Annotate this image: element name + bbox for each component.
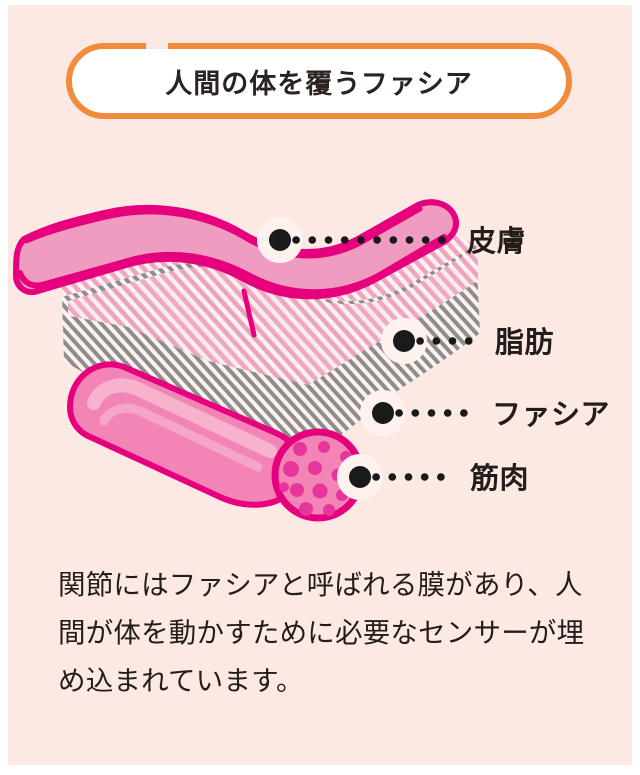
callout-fat[interactable] [381,318,486,364]
callout-fascia[interactable] [360,390,482,436]
callout-label-skin: 皮膚 [467,224,527,258]
body-paragraph: 関節にはファシアと呼ばれる膜があり、人間が体を動かすために必要なセンサーが埋め込… [58,569,585,697]
callout-label-fat: 脂肪 [495,325,555,359]
fascia-cross-section-illustration [8,175,632,535]
fat-fascia-boundary [68,247,478,385]
callout-label-muscle: 筋肉 [470,461,530,495]
page-title: 人間の体を覆うファシア [165,68,473,100]
infographic-card: 人間の体を覆うファシア [8,5,632,765]
title-banner-notch [146,39,168,49]
skin-layer [13,199,459,338]
callout-muscle[interactable] [337,454,460,500]
title-banner: 人間の体を覆うファシア [66,43,572,119]
callout-label-fascia: ファシア [492,397,611,431]
muscle-fascicle-dots [279,441,352,516]
callout-skin[interactable] [257,217,456,263]
